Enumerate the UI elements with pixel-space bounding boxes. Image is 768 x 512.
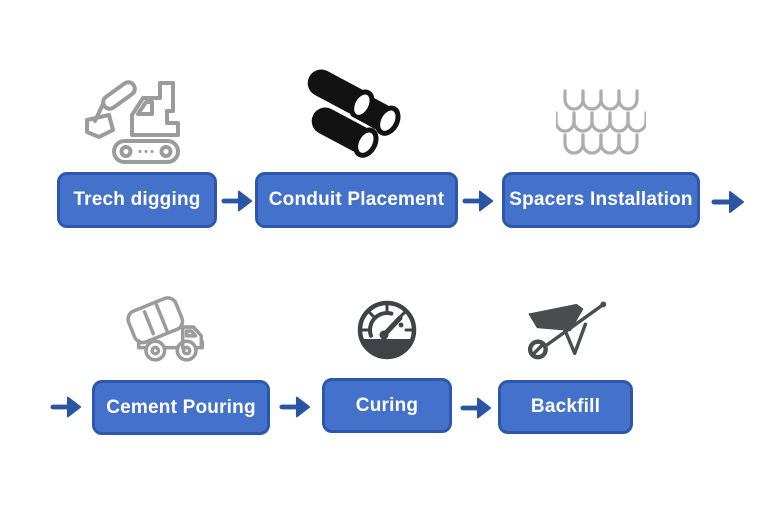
step-node-cement-pouring: Cement Pouring <box>92 380 270 435</box>
step-node-backfill: Backfill <box>498 380 633 434</box>
excavator-icon <box>85 80 180 164</box>
step-node-conduit-placement: Conduit Placement <box>255 172 458 228</box>
step-label: Cement Pouring <box>106 396 256 418</box>
wheelbarrow-icon <box>527 301 607 360</box>
step-label: Backfill <box>530 396 601 417</box>
step-label: Curing <box>355 394 419 416</box>
step-label: Spacers Installation <box>509 189 693 210</box>
step-label: Conduit Placement <box>268 189 445 210</box>
flow-arrow-icon <box>711 191 744 213</box>
step-node-spacers-installation: Spacers Installation <box>502 172 700 228</box>
conduit-pipes-icon <box>304 66 401 158</box>
step-node-curing: Curing <box>322 378 452 433</box>
spacers-tiles-icon <box>556 89 646 155</box>
step-label: Trech digging <box>73 189 201 210</box>
flow-arrow-icon <box>460 397 492 419</box>
flow-arrow-icon <box>221 190 253 212</box>
cement-mixer-truck-icon <box>126 296 205 362</box>
flow-arrow-icon <box>50 396 82 418</box>
flow-arrow-icon <box>462 190 494 212</box>
step-node-trench-digging: Trech digging <box>57 172 217 228</box>
gauge-icon <box>357 300 417 360</box>
flow-arrow-icon <box>279 396 311 418</box>
